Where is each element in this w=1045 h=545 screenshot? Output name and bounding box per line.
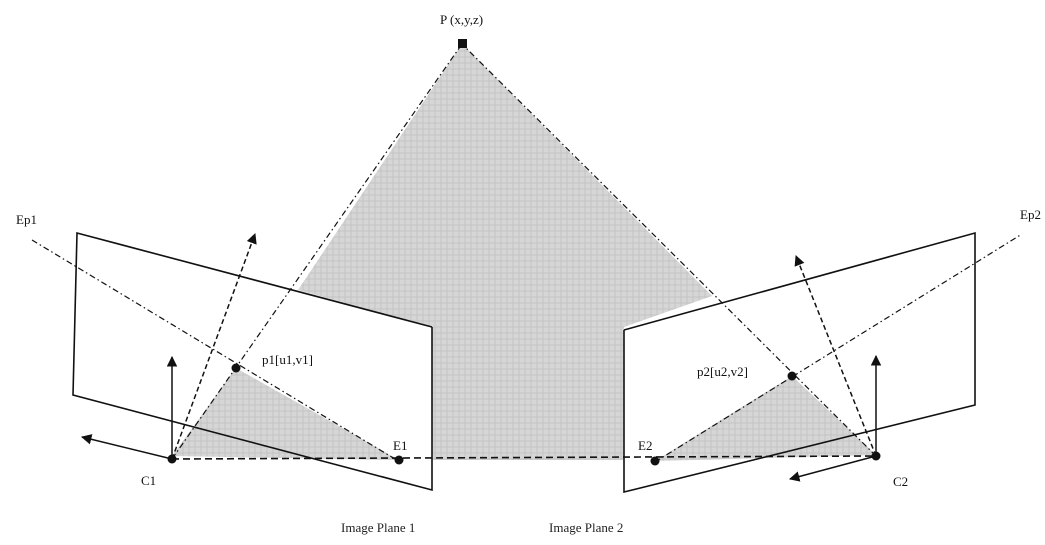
epipole-2-label: E2 <box>638 438 652 453</box>
epipolar-line-1-label: Ep1 <box>16 212 37 227</box>
projection-1-marker <box>231 363 241 373</box>
image-plane-1-label: Image Plane 1 <box>341 520 415 535</box>
epipolar-line-2 <box>654 233 1023 463</box>
epipolar-triangle-right <box>655 376 876 461</box>
image-plane-2-label: Image Plane 2 <box>549 520 623 535</box>
epipole-1-marker <box>394 455 404 465</box>
camera-1-center <box>167 454 177 464</box>
epipolar-line-2-label: Ep2 <box>1020 207 1041 222</box>
projection-2-label: p2[u2,v2] <box>697 364 748 379</box>
camera-2-side-axis <box>788 455 877 482</box>
ray-c1-to-p <box>171 43 463 460</box>
camera-1-label: C1 <box>141 473 156 488</box>
camera-1-side-axis <box>80 434 173 460</box>
projection-1-label: p1[u1,v1] <box>262 352 313 367</box>
camera-2-label: C2 <box>893 474 908 489</box>
projection-2-marker <box>787 371 797 381</box>
epipolar-plane-upper <box>298 44 712 460</box>
image-plane-2 <box>623 231 976 494</box>
camera-2-optical-axis <box>794 255 877 457</box>
point-p-marker <box>458 39 467 48</box>
epipolar-line-1 <box>31 239 401 463</box>
ray-c2-to-p <box>461 43 877 457</box>
image-plane-1 <box>72 231 433 492</box>
epipole-2-marker <box>650 456 660 466</box>
baseline <box>171 455 877 460</box>
epipolar-triangle-left <box>172 368 399 460</box>
epipole-1-label: E1 <box>393 438 407 453</box>
point-p-label: P (x,y,z) <box>440 12 483 27</box>
camera-2-center <box>871 451 881 461</box>
